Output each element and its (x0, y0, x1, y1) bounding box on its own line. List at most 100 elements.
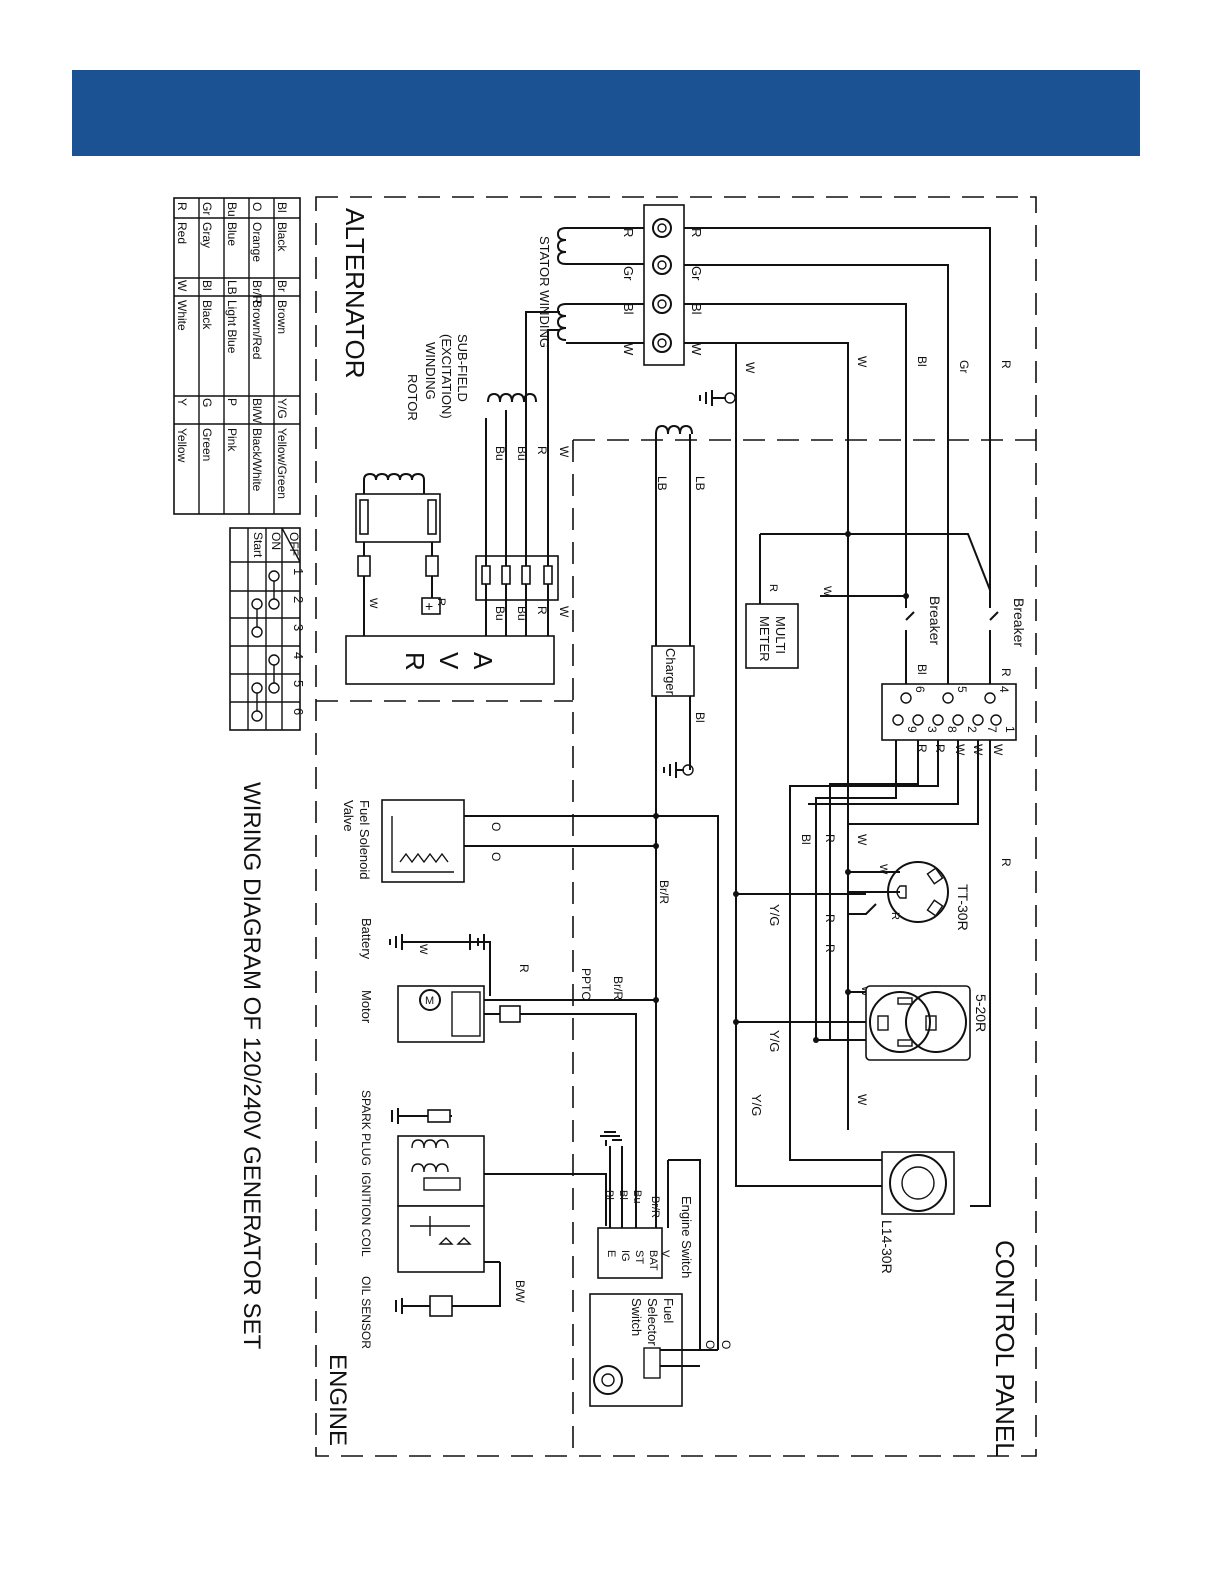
ground-symbol-2 (663, 762, 694, 778)
battery (389, 934, 491, 996)
diagram-title: WIRING DIAGRAM OF 120/240V GENERATOR SET (238, 782, 265, 1350)
spark-plug-label: SPARK PLUG (359, 1090, 373, 1166)
stator-label: STATOR WINDING (537, 236, 552, 348)
terminal-3: 3 (925, 726, 939, 733)
motor-m: M (425, 995, 434, 1007)
wire-label-r-mid2: R (823, 914, 837, 923)
legend-cell: W (175, 280, 189, 292)
legend-cell: P (225, 398, 239, 406)
oil-sensor-label: OIL SENSOR (359, 1276, 373, 1349)
wire-label-lb-2: LB (693, 476, 707, 491)
switch-col-label: 4 (291, 652, 306, 659)
legend-cell: Orange (250, 222, 264, 262)
wire-label-w-bat: W (417, 944, 429, 955)
avr-module: A V R (345, 635, 555, 685)
wire-label-w-tt: W (877, 864, 889, 875)
legend-cell: Light Blue (225, 300, 239, 354)
tt30r-receptacle (887, 861, 949, 923)
fuel-solenoid-label-2: Valve (341, 800, 356, 832)
multimeter-label-1: MULTI (773, 616, 788, 654)
wire-label-brr-2: Br/R (611, 976, 625, 1000)
charger-coil: Charger (651, 424, 695, 1190)
fuel-solenoid-valve (381, 799, 719, 1350)
wire-label-bw: B/W (513, 1280, 527, 1303)
legend-cell: Brown (275, 300, 289, 334)
legend-cell: White (175, 300, 189, 331)
wire-label-w-t1: W (991, 744, 1005, 756)
wire-label-w-rotor: W (367, 598, 379, 609)
terminal-7: 7 (985, 726, 999, 733)
subfield-winding-coil (487, 392, 537, 403)
legend-cell: Bu (225, 202, 239, 217)
stator-winding-coil (556, 227, 644, 344)
oil-sensor (395, 1262, 501, 1317)
switch-row-label: Start (251, 532, 265, 558)
alternator-label: ALTERNATOR (340, 208, 370, 378)
fuel-selector-switch (589, 1293, 718, 1407)
rotor-symbol: + (355, 472, 441, 638)
wire-label-w-t7: W (971, 744, 985, 756)
ignition-coil-label: IGNITION COIL (359, 1172, 373, 1257)
terminal-6: 6 (913, 686, 927, 693)
terminal-9: 9 (905, 726, 919, 733)
wire-label-bu-1: Bu (493, 446, 507, 461)
wire-label-bl-es2: Bl (617, 1190, 629, 1200)
wire-label-o-4: O (703, 1340, 717, 1349)
avr-connector (475, 311, 560, 636)
legend-cell: Yellow/Green (275, 428, 289, 499)
legend-cell: Black (200, 300, 214, 330)
legend-cell: LB (225, 280, 239, 295)
l1430r-label: L14-30R (879, 1220, 895, 1274)
es-term-v: V (659, 1250, 671, 1258)
wire-label-r-in: R (621, 228, 636, 237)
legend-cell: Pink (225, 428, 239, 452)
switch-col-label: 3 (291, 624, 306, 631)
switch-col-label: 6 (291, 708, 306, 715)
control-panel-label: CONTROL PANEL (990, 1240, 1020, 1457)
wire-label-bu-es: Bu (631, 1190, 643, 1203)
switch-col-label: 5 (291, 680, 306, 687)
engine-switch (597, 1131, 701, 1350)
legend-cell: Bl (275, 202, 289, 213)
legend-cell: Yellow (175, 428, 189, 463)
color-legend-table: BlBlackBrBrownY/GYellow/GreenOOrangeBr/R… (173, 197, 301, 515)
ignition-coil (391, 1108, 607, 1273)
wire-label-w-avr: W (557, 446, 571, 458)
wire-label-r-t8: R (933, 744, 947, 753)
wire-label-r-avr2: R (535, 606, 549, 615)
es-term-bat: BAT (647, 1250, 659, 1271)
wire-label-r-4: R (999, 668, 1013, 677)
wire-label-bu-4: Bu (515, 606, 529, 621)
terminal-5: 5 (955, 686, 969, 693)
fuel-selector-label-2: Selector (645, 1298, 660, 1346)
charger-label: Charger (663, 648, 678, 696)
wire-label-r-tt: R (889, 912, 901, 920)
legend-cell: Black (275, 222, 289, 252)
wire-label-bl-in: Bl (621, 303, 636, 315)
wire-label-w-in: W (621, 343, 636, 356)
header-banner (72, 70, 1140, 156)
wire-label-o-3: O (719, 1340, 733, 1349)
wire-label-w-avr2: W (557, 606, 571, 618)
wire-label-o-2: O (489, 852, 503, 861)
wire-label-w-low: W (855, 1094, 869, 1106)
multimeter: MULTI METER (745, 603, 799, 669)
wire-label-bl-6: Bl (915, 664, 929, 675)
terminal-1: 1 (1003, 726, 1017, 733)
switch-col-label: 1 (291, 568, 306, 575)
rotor-label: ROTOR (405, 374, 420, 421)
legend-cell: R (175, 202, 189, 211)
wire-label-w-t2: W (953, 744, 967, 756)
wire-label-w-out: W (689, 343, 704, 356)
terminal-2: 2 (965, 726, 979, 733)
l1430r-receptacle (881, 1151, 955, 1215)
wire-label-bl-es1: Bl (603, 1190, 615, 1200)
wire-label-yg-1: Y/G (767, 904, 782, 926)
terminal-4: 4 (997, 686, 1011, 693)
subfield-label-2: (EXCITATION) (439, 334, 454, 419)
breaker-label-2: Breaker (927, 596, 943, 645)
wire-label-yg-3: Y/G (749, 1094, 764, 1116)
legend-cell: Bl (200, 280, 214, 291)
wire-label-bl-out: Bl (689, 303, 704, 315)
subfield-label-3: WINDING (423, 342, 438, 400)
